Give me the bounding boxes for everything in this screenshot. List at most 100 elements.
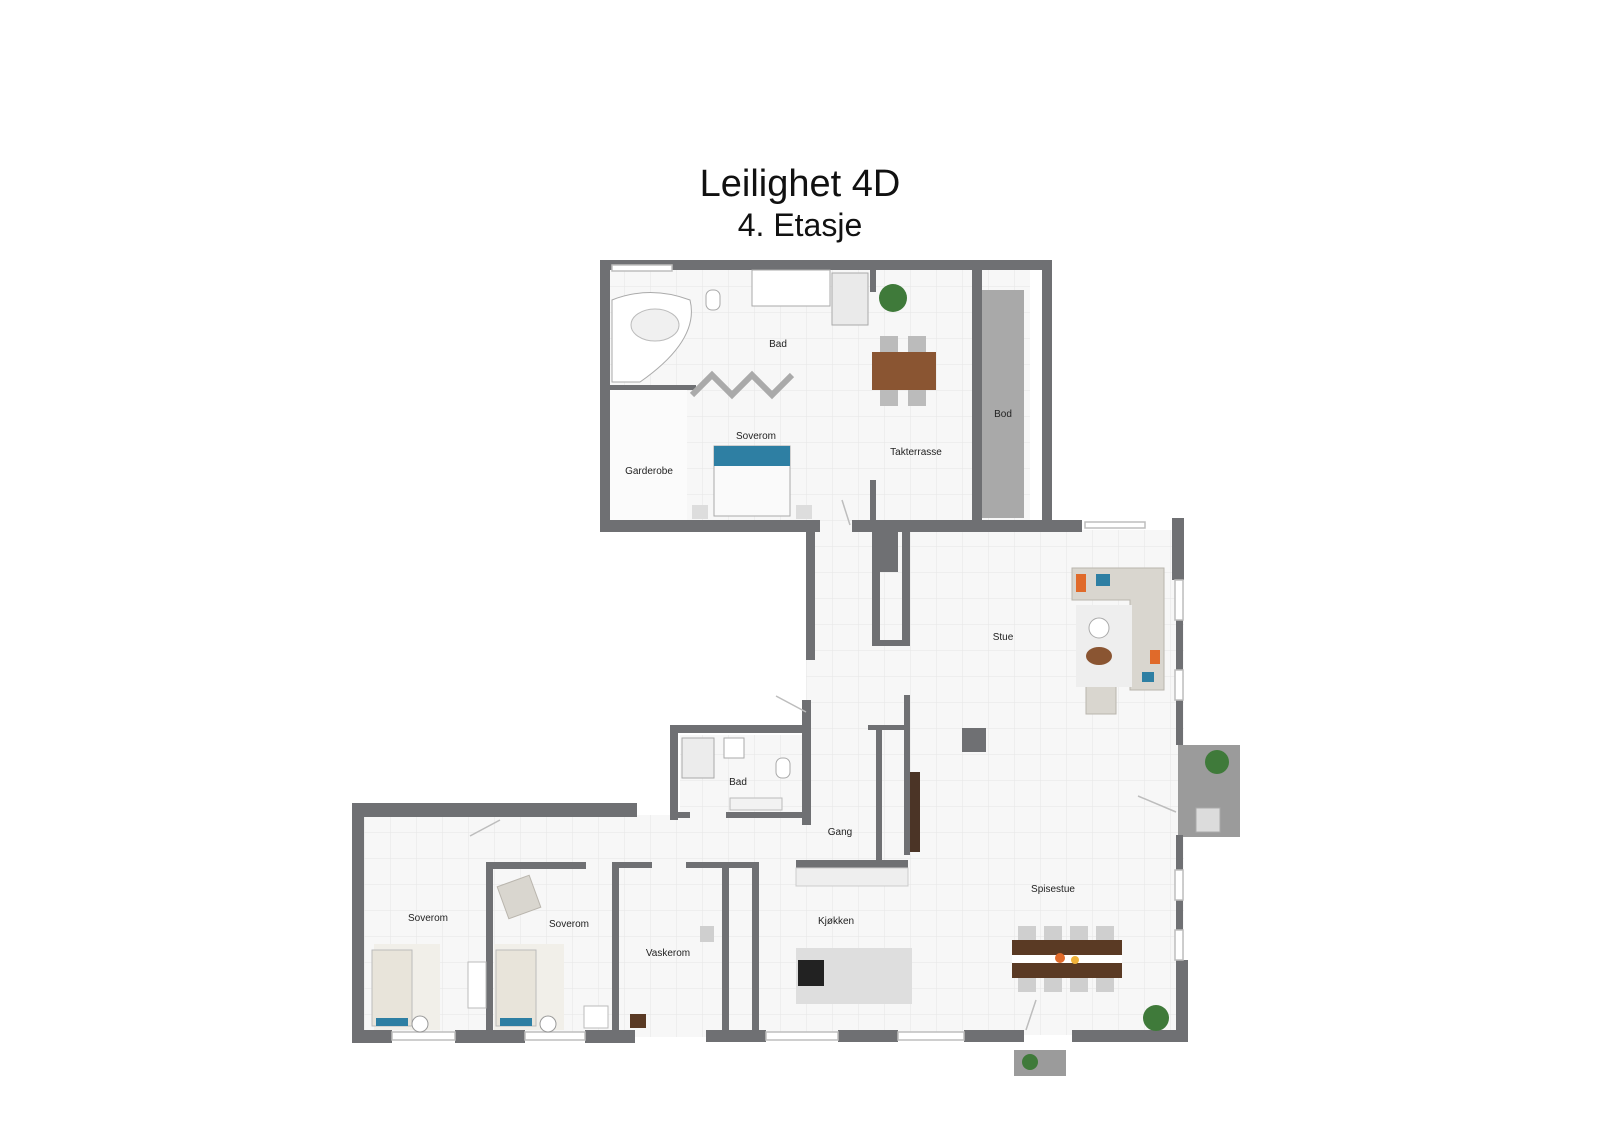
door-swing (775, 695, 807, 713)
side-table-icon (1086, 647, 1112, 665)
room-label-bad-top: Bad (769, 339, 787, 350)
wall (486, 862, 586, 869)
plant-icon (1205, 750, 1229, 774)
wall (486, 862, 493, 1032)
sink-icon (723, 737, 745, 759)
wall (904, 695, 910, 855)
window (1174, 929, 1184, 961)
chair-icon (1096, 926, 1114, 940)
room-label-vaskerom: Vaskerom (646, 948, 690, 959)
floor-corridor-vertical (806, 520, 906, 870)
cushion-blue-icon (1142, 672, 1154, 682)
wall (872, 570, 880, 645)
chair-icon (880, 336, 898, 352)
room-label-bad-small: Bad (729, 777, 747, 788)
chair-icon (908, 336, 926, 352)
walls (352, 260, 1188, 1043)
chair-icon (1044, 978, 1062, 992)
window (1174, 669, 1184, 701)
room-label-spisestue: Spisestue (1031, 884, 1075, 895)
wall (1176, 960, 1188, 1042)
wall (1042, 260, 1052, 530)
bench-icon (729, 797, 783, 811)
decor-icon (1071, 956, 1079, 964)
bathtub-basin-icon (630, 308, 680, 342)
desk-icon (467, 961, 487, 1009)
bed-icon (371, 949, 413, 1027)
wall (1176, 620, 1183, 670)
door-swing (1137, 795, 1177, 813)
wall (455, 1030, 525, 1043)
decor-icon (1055, 953, 1065, 963)
wall (796, 860, 908, 868)
wall (706, 1030, 766, 1042)
room-label-garderobe: Garderobe (625, 466, 673, 477)
chair-icon (1018, 926, 1036, 940)
wall (608, 385, 696, 390)
kitchen-counter-icon (795, 867, 909, 887)
room-label-soverom-master: Soverom (736, 431, 776, 442)
wall (1176, 835, 1183, 870)
wall (1072, 1030, 1188, 1042)
cooktop-icon (798, 960, 824, 986)
room-label-soverom-mid: Soverom (549, 919, 589, 930)
sofa-icon (1071, 567, 1165, 691)
floor-balcony-bottom (1014, 1050, 1066, 1076)
chair-icon (1018, 978, 1036, 992)
wall (902, 530, 910, 646)
window (391, 1031, 456, 1041)
wall (870, 480, 876, 522)
chair-icon (1070, 978, 1088, 992)
cushion-orange-icon (1076, 574, 1086, 592)
dining-table-terrace-icon (872, 352, 936, 390)
chair-icon (908, 390, 926, 406)
wall (722, 868, 729, 1033)
column-icon (962, 728, 986, 752)
plan-subtitle: 4. Etasje (737, 207, 863, 243)
floor-bod (982, 290, 1024, 518)
wall (352, 1030, 392, 1043)
chair-icon (1070, 926, 1088, 940)
bed-pillow-icon (376, 1018, 408, 1026)
wall (600, 520, 820, 532)
chair-icon (880, 390, 898, 406)
nightstand-icon (796, 505, 812, 519)
room-labels: Bad Soverom Garderobe Takterrasse Bod St… (408, 339, 1075, 959)
lamp-icon (411, 1015, 429, 1033)
balcony-chair-icon (1195, 807, 1221, 833)
cushion-orange-icon (1150, 650, 1160, 664)
cushion-blue-icon (1096, 574, 1110, 586)
bed-pillow-icon (500, 1018, 532, 1026)
coffee-table-icon (1088, 617, 1110, 639)
washing-machine-icon (700, 926, 714, 942)
wall (868, 725, 904, 730)
wall (600, 260, 610, 530)
plant-icon (1022, 1054, 1038, 1070)
room-label-soverom-left: Soverom (408, 913, 448, 924)
desk-icon (583, 1005, 609, 1029)
furniture (371, 269, 1229, 1070)
room-label-kjokken: Kjøkken (818, 916, 854, 927)
wall (612, 862, 652, 868)
wall (802, 700, 811, 825)
room-label-bod: Bod (994, 409, 1012, 420)
armchair-icon (496, 874, 542, 920)
shower-icon (831, 272, 869, 326)
shower-icon (681, 737, 715, 779)
wall (870, 270, 876, 292)
window (524, 1031, 586, 1041)
wall (670, 725, 678, 820)
window (1174, 869, 1184, 901)
rug-icon (1076, 605, 1132, 687)
wall (1176, 700, 1183, 745)
wall (872, 640, 908, 646)
double-sink-icon (751, 269, 831, 307)
bed-icon (495, 949, 537, 1027)
wall (670, 812, 690, 818)
window (765, 1031, 839, 1041)
door-swing (469, 819, 501, 837)
window (611, 264, 673, 272)
armchair-icon (1085, 683, 1117, 715)
bed-headboard-icon (714, 446, 790, 466)
